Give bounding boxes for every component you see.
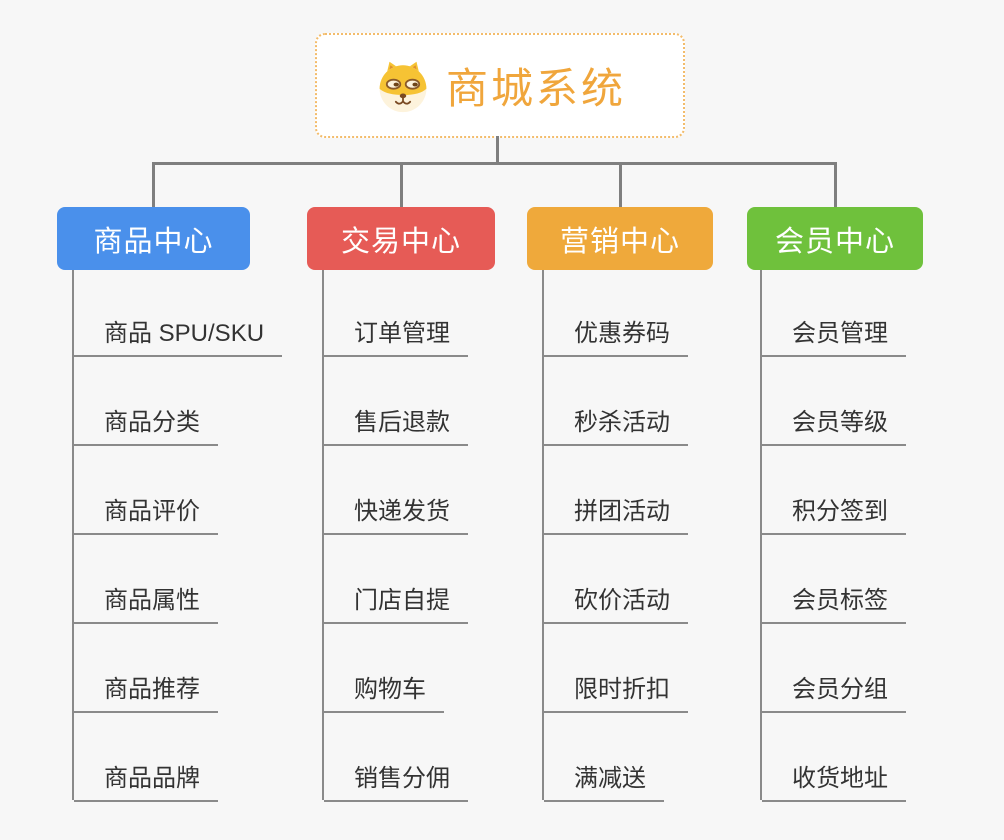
root-node[interactable]: 商城系统 [315, 33, 685, 138]
child-node[interactable]: 积分签到 [762, 499, 906, 535]
branch-bus-connector [152, 162, 837, 165]
child-node[interactable]: 收货地址 [762, 766, 906, 802]
branch-node-trade-center[interactable]: 交易中心 [307, 207, 495, 270]
child-node[interactable]: 拼团活动 [544, 499, 688, 535]
child-node[interactable]: 优惠券码 [544, 321, 688, 357]
child-node[interactable]: 砍价活动 [544, 588, 688, 624]
child-node[interactable]: 限时折扣 [544, 677, 688, 713]
child-node[interactable]: 满减送 [544, 766, 664, 802]
branch-node-product-center[interactable]: 商品中心 [57, 207, 250, 270]
child-node[interactable]: 会员标签 [762, 588, 906, 624]
branch-node-member-center[interactable]: 会员中心 [747, 207, 923, 270]
root-title: 商城系统 [445, 65, 626, 112]
child-node[interactable]: 商品推荐 [74, 677, 218, 713]
child-node[interactable]: 商品品牌 [74, 766, 218, 802]
branch-drop-connector [619, 162, 622, 208]
child-node[interactable]: 会员管理 [762, 321, 906, 357]
child-node[interactable]: 商品分类 [74, 410, 218, 446]
child-node[interactable]: 会员分组 [762, 677, 906, 713]
branch-drop-connector [152, 162, 155, 208]
branch-node-marketing-center[interactable]: 营销中心 [527, 207, 713, 270]
branch-drop-connector [400, 162, 403, 208]
child-node[interactable]: 门店自提 [324, 588, 468, 624]
dog-face-icon [379, 61, 427, 112]
branch-drop-connector [834, 162, 837, 208]
child-node[interactable]: 商品 SPU/SKU [74, 321, 283, 357]
branch-children-trade-center: 订单管理 售后退款 快递发货 门店自提 购物车 销售分佣 [322, 270, 554, 802]
child-node[interactable]: 售后退款 [324, 410, 468, 446]
child-node[interactable]: 秒杀活动 [544, 410, 688, 446]
child-node[interactable]: 商品属性 [74, 588, 218, 624]
child-node[interactable]: 订单管理 [324, 321, 468, 357]
child-node[interactable]: 销售分佣 [324, 766, 468, 802]
branch-children-member-center: 会员管理 会员等级 积分签到 会员标签 会员分组 收货地址 [760, 270, 992, 802]
child-node[interactable]: 会员等级 [762, 410, 906, 446]
branch-children-product-center: 商品 SPU/SKU 商品分类 商品评价 商品属性 商品推荐 商品品牌 [72, 270, 304, 802]
child-node[interactable]: 快递发货 [324, 499, 468, 535]
child-node[interactable]: 商品评价 [74, 499, 218, 535]
branch-children-marketing-center: 优惠券码 秒杀活动 拼团活动 砍价活动 限时折扣 满减送 [542, 270, 774, 802]
child-node[interactable]: 购物车 [324, 677, 444, 713]
root-stem-connector [496, 136, 499, 164]
